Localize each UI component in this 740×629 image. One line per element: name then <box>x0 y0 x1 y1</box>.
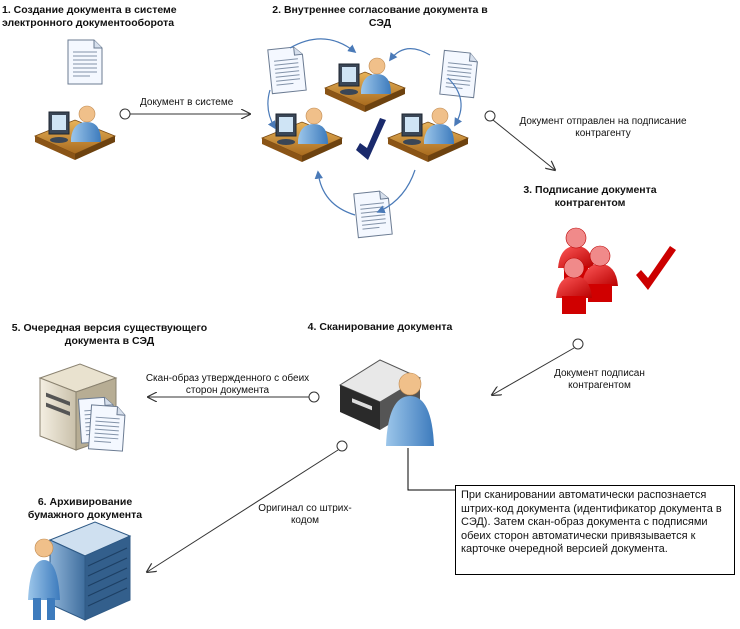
step-4-title: 4. Сканирование документа <box>307 321 453 333</box>
step-2-title: 2. Внутреннее согласование документа в С… <box>272 4 488 29</box>
edge-arrow <box>147 449 339 572</box>
step-6-title: 6. Архивирование бумажного документа <box>27 496 143 521</box>
step-5-title: 5. Очередная версия существующего докуме… <box>11 322 208 347</box>
step-1-title: 1. Создание документа в системе электрон… <box>2 4 177 29</box>
edge-label-scan-image: Скан-образ утвержденного с обеих сторон … <box>145 373 310 396</box>
workstation-icon <box>387 107 469 163</box>
note-connector <box>407 448 455 491</box>
document-icon <box>353 189 393 239</box>
edge-label-original-barcode: Оригинал со штрих-кодом <box>258 503 352 526</box>
archivist-icon <box>28 538 60 620</box>
edge-start-dot <box>308 391 320 403</box>
approval-checkmark-icon <box>356 118 386 160</box>
edge-start-dot <box>336 440 348 452</box>
document-icon <box>67 39 103 85</box>
scanning-note: При сканировании автоматически распознае… <box>455 485 735 575</box>
scanner-operator-icon <box>386 372 434 446</box>
workstation-icon <box>261 107 343 163</box>
archive-racks-icon <box>48 521 132 621</box>
edge-start-dot <box>119 108 131 120</box>
edge-start-dot <box>484 110 496 122</box>
edge-arrow <box>492 119 555 170</box>
workstation-icon <box>34 105 116 161</box>
document-icon <box>88 404 126 452</box>
edge-label-sent-to-counterparty: Документ отправлен на подписание контраг… <box>519 116 687 139</box>
document-icon <box>267 45 307 95</box>
edge-label-signed-by-counterparty: Документ подписан контрагентом <box>554 368 645 391</box>
edge-label-in-system: Документ в системе <box>140 97 234 108</box>
edge-arrow <box>492 347 575 395</box>
approval-cycle-arrows <box>267 38 463 216</box>
signed-checkmark-icon <box>636 246 676 290</box>
edge-start-dot <box>572 338 584 350</box>
document-icon <box>439 49 479 99</box>
workstation-icon <box>324 57 406 113</box>
counterparty-people-icon <box>555 227 619 315</box>
step-3-title: 3. Подписание документа контрагентом <box>523 184 657 209</box>
